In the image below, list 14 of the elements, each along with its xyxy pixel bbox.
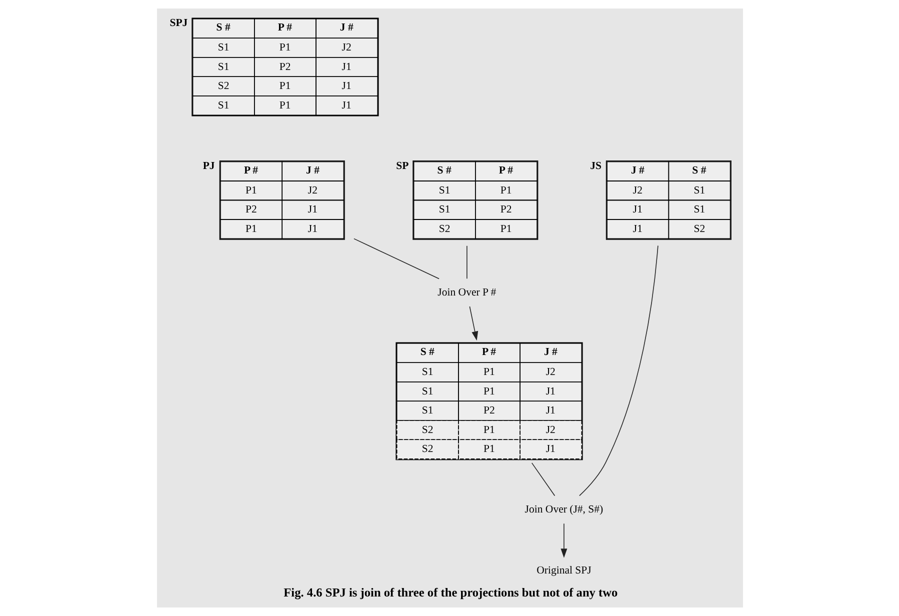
connector — [578, 245, 658, 496]
arrow — [468, 306, 478, 341]
node-label: SPJ — [169, 16, 188, 29]
connector — [353, 238, 439, 280]
node-label: PJ — [202, 160, 214, 172]
node-text: Join Over (J#, S#) — [524, 504, 603, 516]
arrow — [560, 523, 567, 558]
node-text: Join Over P # — [437, 286, 496, 298]
connector — [466, 245, 467, 279]
node-label: SP — [396, 160, 408, 172]
connector — [530, 462, 555, 496]
node-label: JS — [590, 160, 602, 172]
caption: Fig. 4.6 SPJ is join of three of the projections but not of any two — [283, 586, 618, 600]
node-text: Original SPJ — [536, 564, 591, 576]
